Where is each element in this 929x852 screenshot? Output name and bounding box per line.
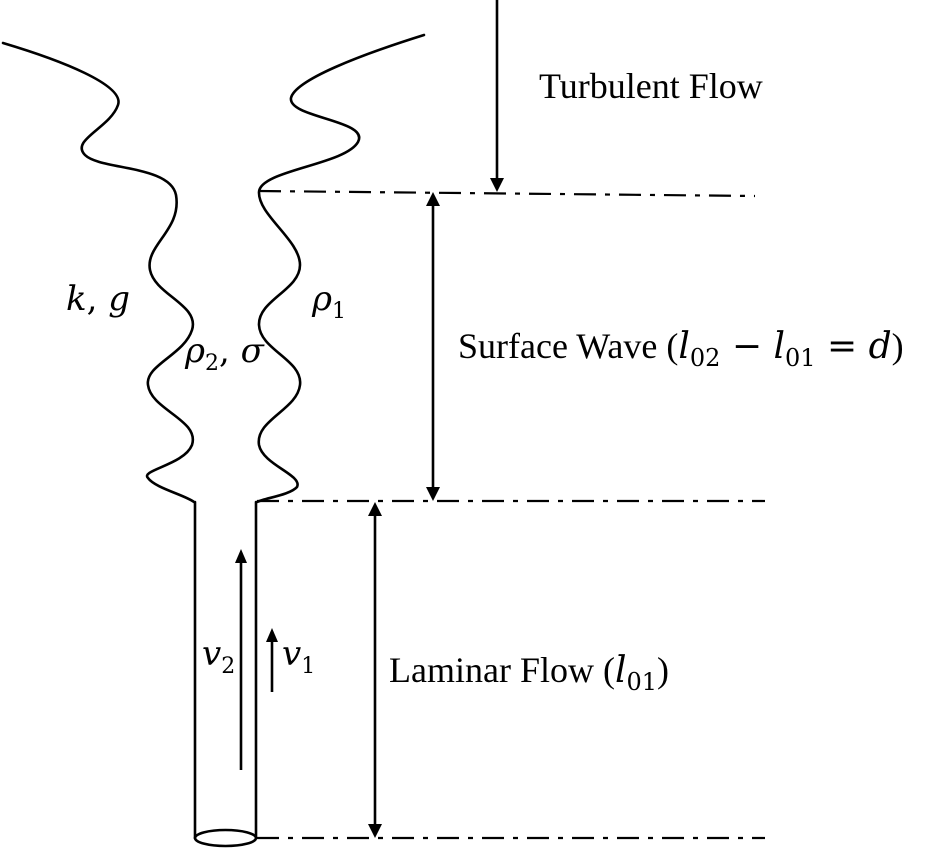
v2-label: v2 [202,634,235,679]
left-jet-boundary [1,41,196,504]
v1-label: v1 [282,634,315,679]
k-symbol: k [66,279,87,319]
surface-wave-equals: = [816,326,869,367]
v-symbol-1: v [282,634,301,674]
surface-wave-arrowhead-top [426,192,440,206]
right-jet-boundary [255,33,426,504]
rho2-sigma-comma: , [219,331,241,371]
v2-arrowhead [235,549,247,563]
surface-wave-d: d [869,326,892,367]
laminar-flow-close: ) [657,650,669,690]
laminar-flow-label: Laminar Flow (l01) [389,650,669,696]
surface-wave-l1: l [678,326,690,367]
surface-wave-l2: l [773,326,785,367]
laminar-arrowhead-bottom [368,824,382,838]
v-subscript-1: 1 [301,654,315,679]
k-g-comma: , [87,279,109,319]
turbulent-flow-label: Turbulent Flow [539,66,763,106]
surface-wave-close: ) [892,326,904,366]
surface-wave-text: Surface Wave ( [458,326,678,366]
laminar-flow-l: l [615,650,627,691]
v1-arrowhead [266,628,278,642]
laminar-arrowhead-top [368,502,382,516]
rho-subscript-2: 2 [205,351,219,376]
surface-wave-arrowhead-bottom [426,487,440,501]
v-symbol-2: v [202,634,221,674]
top-reference-line [258,189,756,198]
rho-symbol-1: ρ [311,279,332,319]
laminar-flow-sub01: 01 [626,668,657,696]
laminar-flow-text: Laminar Flow ( [389,650,615,690]
turbulent-arrowhead [490,178,504,192]
surface-wave-label: Surface Wave (l02 − l01 = d) [458,326,904,372]
g-symbol: g [108,279,130,319]
rho-symbol-2: ρ [184,331,205,371]
surface-wave-sub01: 01 [785,344,816,372]
rho2-sigma-label: ρ2, σ [184,331,265,376]
surface-wave-minus: − [720,326,773,367]
k-g-label: k, g [66,279,130,319]
tube-opening-ellipse [193,828,258,848]
rho1-label: ρ1 [311,279,346,324]
surface-wave-sub02: 02 [690,344,721,372]
v-subscript-2: 2 [221,654,235,679]
rho-subscript-1: 1 [332,299,346,324]
sigma-symbol: σ [241,331,265,371]
